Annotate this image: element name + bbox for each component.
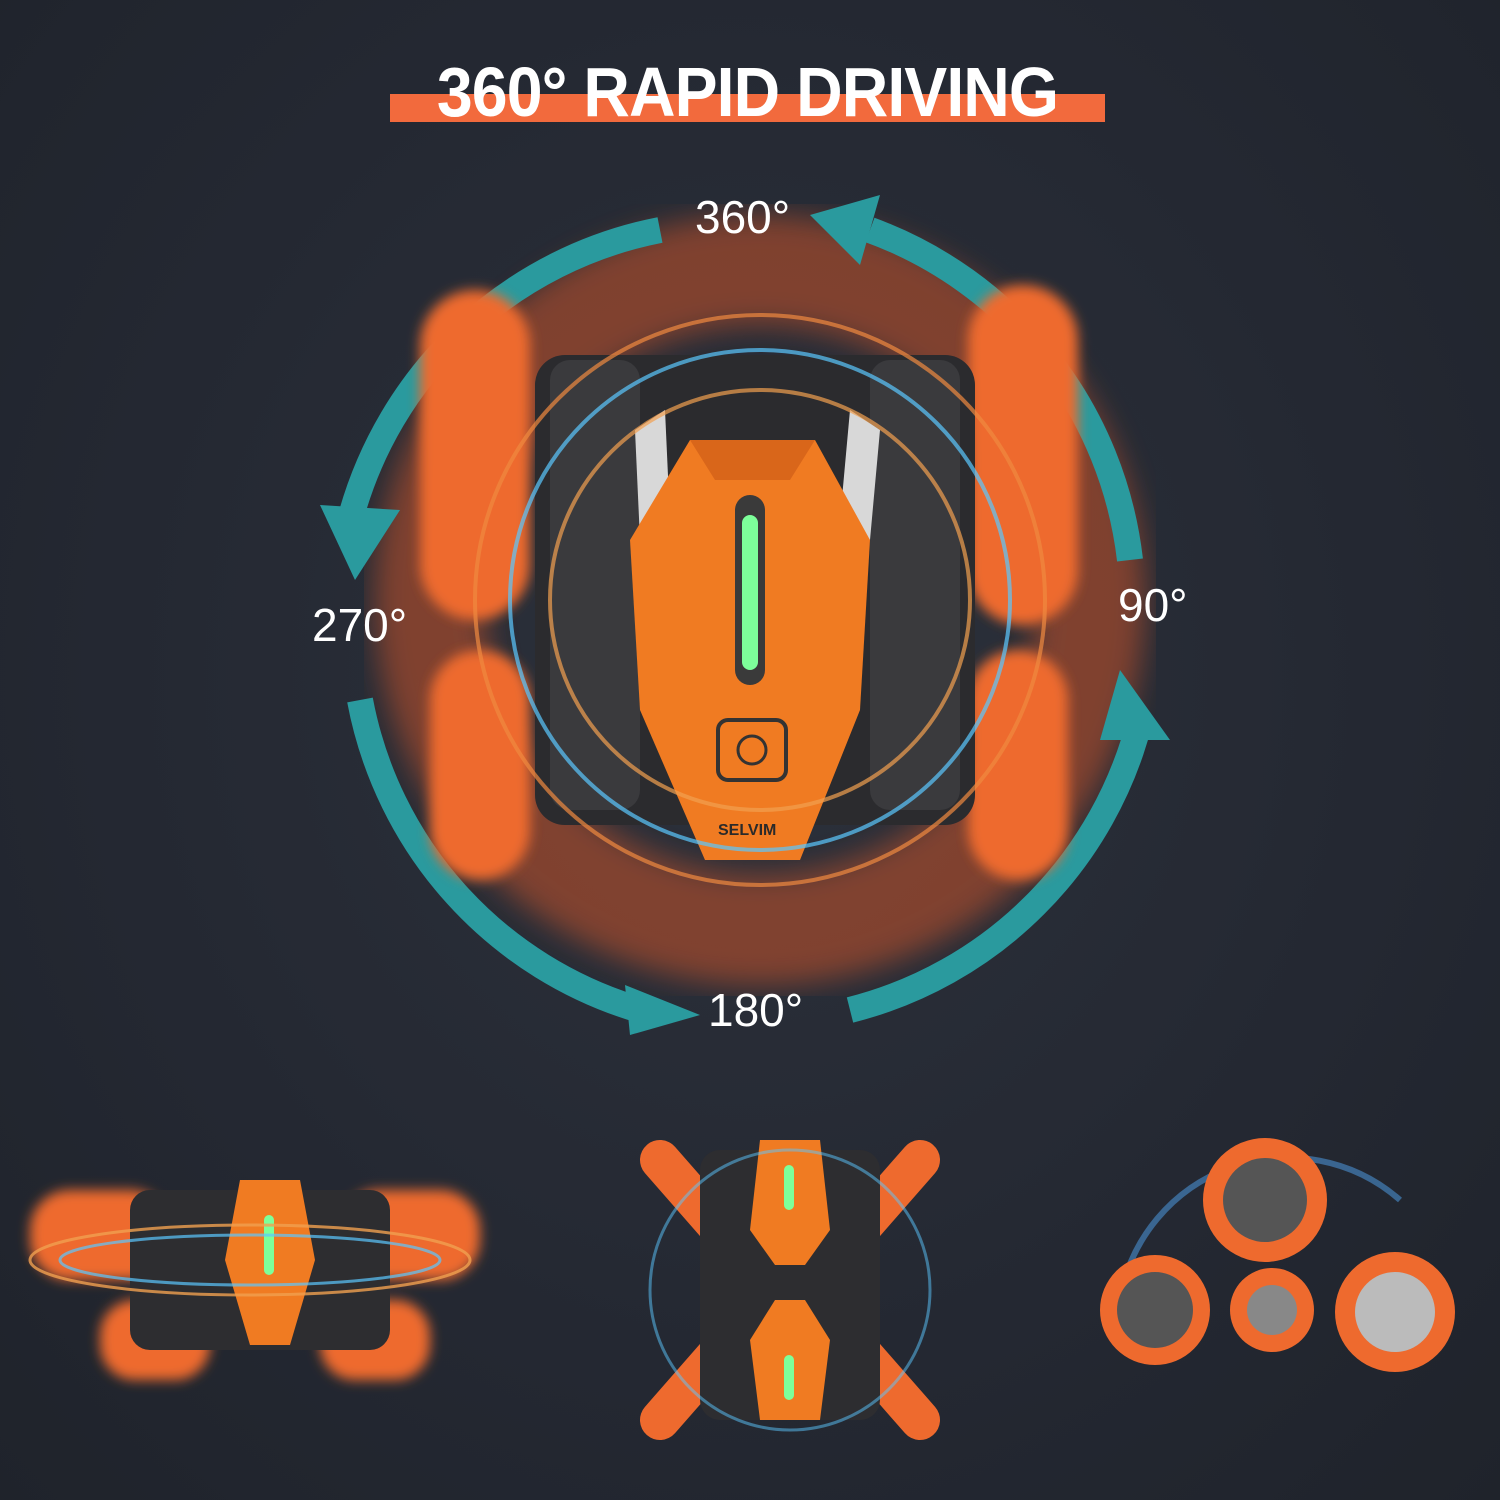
brand-logo: SELVIM bbox=[718, 822, 777, 839]
arrow-bottom-left bbox=[347, 697, 644, 1023]
wheel-front-left bbox=[420, 290, 530, 620]
angle-label-270: 270° bbox=[312, 599, 408, 651]
thumbnail-flip bbox=[640, 1140, 940, 1440]
page-title: 360° RAPID DRIVING bbox=[436, 53, 1059, 131]
angle-label-180: 180° bbox=[708, 984, 804, 1036]
angle-label-90: 90° bbox=[1118, 579, 1188, 631]
motion-blur-halo bbox=[375, 215, 1145, 985]
speed-rings bbox=[473, 313, 1047, 887]
title-underline-bar bbox=[390, 94, 1105, 122]
power-icon bbox=[736, 734, 768, 766]
thumbnail-spin bbox=[28, 1180, 480, 1380]
power-button bbox=[716, 718, 788, 782]
green-light-bar bbox=[742, 515, 758, 670]
angle-label-360: 360° bbox=[695, 191, 791, 243]
wheel-rear-right bbox=[968, 650, 1068, 880]
thumbnail-wheels bbox=[1100, 1138, 1455, 1372]
wheels bbox=[420, 285, 1078, 880]
wheel-front-right bbox=[968, 285, 1078, 625]
arrow-heads bbox=[320, 195, 1170, 1035]
wheel-rear-left bbox=[430, 650, 530, 880]
arrow-bottom-right bbox=[846, 716, 1153, 1023]
